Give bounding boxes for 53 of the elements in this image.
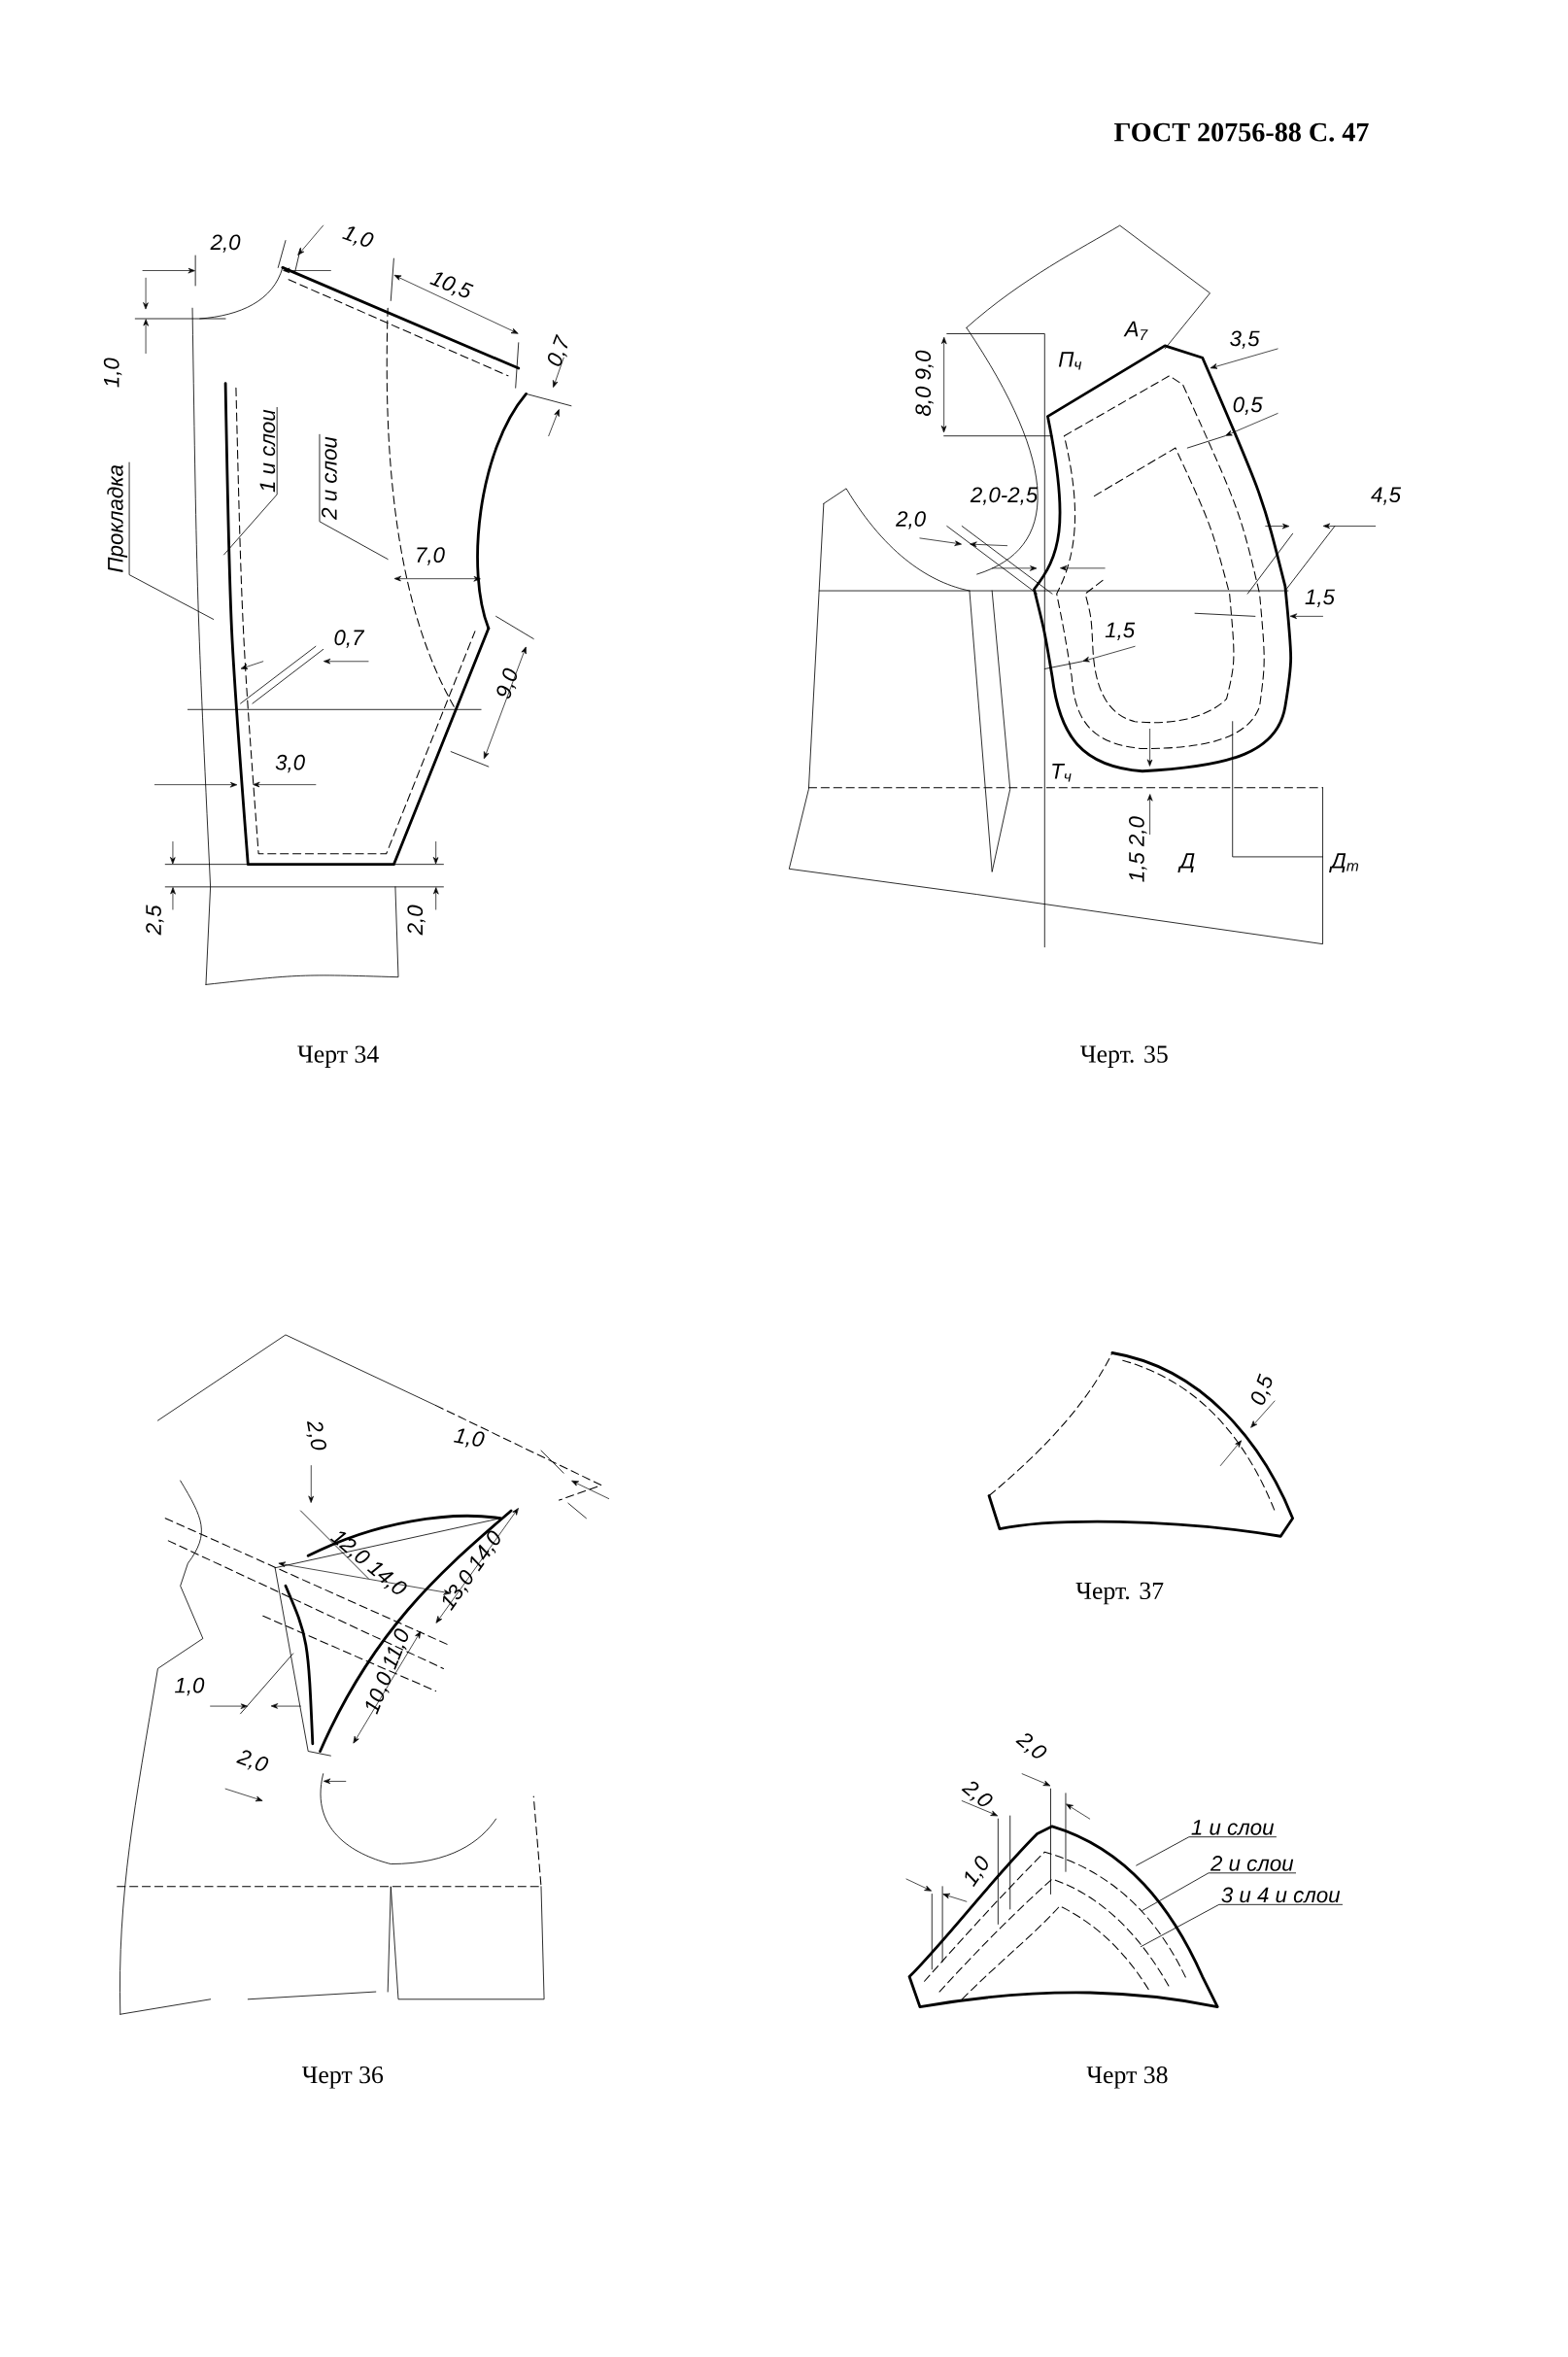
page-header: ГОСТ 20756-88 С. 47: [1114, 122, 1369, 142]
dimension-label: 8,0 9,0: [915, 350, 934, 416]
point-label: Д: [1177, 853, 1195, 872]
dimension-label: 9,0: [496, 667, 518, 700]
layer-label: 2 и слои: [1210, 1856, 1294, 1871]
layer-label: 3 и 4 и слои: [1221, 1887, 1341, 1903]
dimension-label: 10,0 11,0: [365, 1628, 409, 1715]
dimension-label: 2,0: [306, 1421, 327, 1451]
dimension-label: 2,5: [146, 905, 164, 936]
leader-line: [319, 433, 389, 560]
dimension-label: 1,5 2,0: [1129, 816, 1147, 882]
dimension-label: 1,0: [342, 226, 374, 247]
dimension-label: 1,0: [104, 358, 122, 388]
dimension-label: 7,0: [417, 547, 445, 565]
dimension-label: 0,7: [548, 333, 568, 366]
figure-caption: Черт. 37: [1075, 1582, 1164, 1605]
point-label: Д$_{т}$: [1329, 853, 1359, 872]
dimension-label: 0,5: [1233, 396, 1263, 415]
dimension-label: 2,0: [407, 905, 426, 936]
layer-label: 1 и слои: [1191, 1820, 1275, 1835]
figure-caption: Черт 38: [1086, 2066, 1168, 2089]
leader-line: [128, 461, 215, 620]
dimension-label: 2,0-2,5: [970, 487, 1039, 505]
dimension-label: 2,0: [1015, 1733, 1047, 1759]
layer-label: Прокладка: [107, 464, 128, 572]
dimension-label: 2,0: [896, 511, 927, 529]
dimension-label: 1,5: [1305, 589, 1336, 607]
dimension-label: 2,0: [210, 234, 241, 253]
figure-caption: Черт. 35: [1080, 1045, 1168, 1068]
layer-label: 2 и слои: [322, 436, 337, 520]
dimension-label: 3,0: [275, 754, 306, 773]
point-label: П$_{ч}$: [1059, 352, 1082, 370]
dimension-label: 10,5: [429, 272, 474, 298]
dimension-label: 1,0: [175, 1677, 205, 1696]
figure-caption: Черт 36: [302, 2066, 384, 2089]
leader-line: [1136, 1836, 1278, 1866]
layer-label: 1 и слои: [259, 409, 276, 493]
dimension-label: 2,0: [961, 1781, 993, 1807]
leader-line: [223, 406, 278, 556]
dimension-label: 0,7: [334, 630, 365, 648]
leader-line: [1141, 1903, 1344, 1948]
point-label: Т$_{ч}$: [1052, 764, 1072, 782]
dimension-label: 1,0: [454, 1428, 485, 1448]
dimension-label: 4,5: [1371, 487, 1402, 505]
point-label: А$_{7}$: [1123, 321, 1148, 340]
dimension-label: 1,5: [1105, 622, 1136, 640]
dimension-label: 2,0: [236, 1750, 269, 1771]
dimension-label: 0,5: [1251, 1373, 1273, 1405]
leader-line: [1142, 1872, 1297, 1911]
dimension-label: 12,0 14,0: [330, 1531, 407, 1594]
dimension-label: 1,0: [965, 1856, 989, 1888]
figure-caption: Черт 34: [297, 1045, 379, 1068]
dimension-label: 3,5: [1230, 330, 1260, 349]
